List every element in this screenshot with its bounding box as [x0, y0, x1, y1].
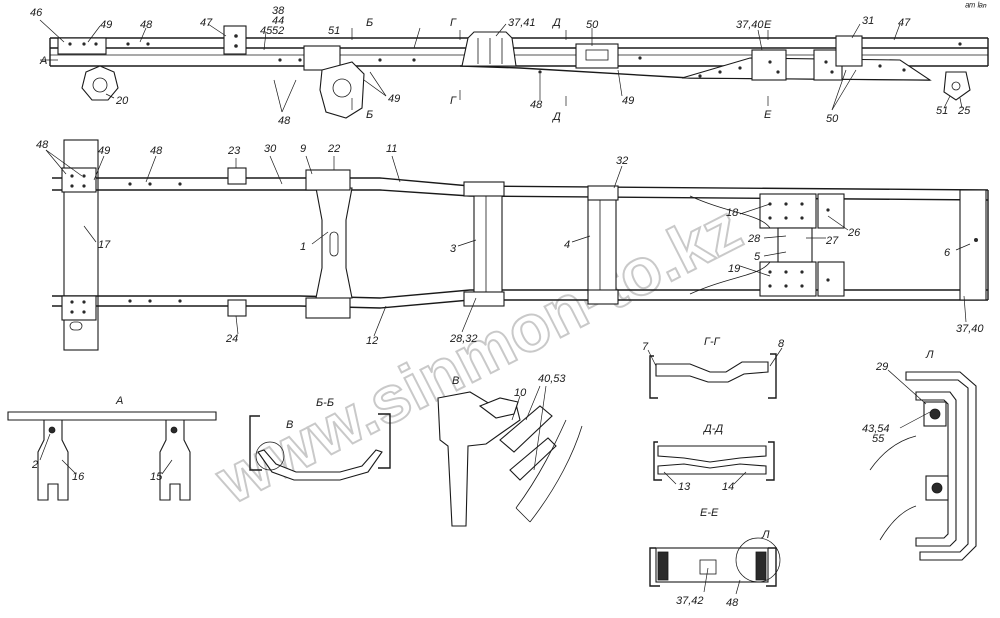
- label-9: 9: [300, 143, 306, 155]
- detail-e-e: Е-Е Л 37,42 48: [649, 507, 781, 609]
- label-37-40-top: 37,40: [956, 323, 984, 335]
- section-mark-d-bottom: Д: [551, 111, 561, 123]
- detail-l-title: Л: [925, 349, 934, 361]
- detail-a-title: А: [115, 395, 123, 407]
- label-49-mid: 49: [622, 95, 634, 107]
- label-10: 10: [514, 387, 527, 399]
- label-51-rear: 51: [936, 105, 948, 117]
- label-55: 55: [872, 433, 885, 445]
- label-48-top-2: 48: [150, 145, 163, 157]
- label-49: 49: [100, 19, 112, 31]
- detail-v: В 40,53 10: [437, 373, 583, 527]
- label-29: 29: [875, 361, 888, 373]
- corner-mark: ᵃᵐ ˡᵃⁿ: [965, 1, 986, 13]
- label-48-top: 48: [36, 139, 49, 151]
- label-27: 27: [825, 235, 839, 247]
- label-16: 16: [72, 471, 85, 483]
- detail-b-b-callout: В: [286, 419, 293, 431]
- detail-e-e-title: Е-Е: [700, 507, 719, 519]
- detail-v-title: В: [452, 375, 459, 387]
- label-30: 30: [264, 143, 277, 155]
- label-25: 25: [957, 105, 971, 117]
- label-52: 52: [272, 25, 284, 37]
- label-45: 45: [260, 25, 273, 37]
- label-37-41: 37,41: [508, 17, 536, 29]
- section-mark-a: А: [39, 55, 47, 67]
- label-38: 38: [272, 5, 285, 17]
- label-28: 28: [747, 233, 761, 245]
- label-24: 24: [225, 333, 238, 345]
- label-17: 17: [98, 239, 111, 251]
- top-view: 48 49 48 23 30 9 22 11 32 18 26 28 27 5 …: [36, 139, 989, 351]
- label-4: 4: [564, 239, 570, 251]
- label-7: 7: [642, 341, 649, 353]
- label-50: 50: [586, 19, 599, 31]
- label-12: 12: [366, 335, 378, 347]
- label-11: 11: [386, 143, 397, 155]
- label-23: 23: [227, 145, 241, 157]
- label-19: 19: [728, 263, 740, 275]
- section-mark-b-top: Б: [366, 17, 373, 29]
- label-49-lower: 49: [388, 93, 400, 105]
- detail-b-b: Б-Б В: [249, 397, 391, 481]
- detail-g-g: Г-Г 7 8: [642, 336, 785, 399]
- label-15: 15: [150, 471, 163, 483]
- label-26: 26: [847, 227, 861, 239]
- section-mark-g-bottom: Г: [450, 95, 457, 107]
- label-32: 32: [616, 155, 628, 167]
- label-49-top: 49: [98, 145, 110, 157]
- label-37-40: 37,40: [736, 19, 764, 31]
- detail-a: А 2 16 15: [7, 395, 217, 501]
- detail-l: Л 29 43,54 55: [862, 349, 977, 561]
- label-48: 48: [140, 19, 153, 31]
- section-mark-e-bottom: Е: [764, 109, 772, 121]
- label-18: 18: [726, 207, 739, 219]
- label-20: 20: [115, 95, 129, 107]
- label-2: 2: [31, 459, 38, 471]
- label-13: 13: [678, 481, 691, 493]
- label-47-rear: 47: [898, 17, 911, 29]
- label-44: 44: [272, 15, 284, 27]
- label-5: 5: [754, 251, 761, 263]
- label-6: 6: [944, 247, 951, 259]
- label-47: 47: [200, 17, 213, 29]
- detail-d-d: Д-Д 13 14: [653, 423, 775, 493]
- section-mark-d-top: Д: [551, 17, 561, 29]
- label-22: 22: [327, 143, 340, 155]
- detail-g-g-title: Г-Г: [704, 336, 721, 348]
- label-48-ee: 48: [726, 597, 739, 609]
- label-48-lower: 48: [278, 115, 291, 127]
- section-mark-e-top: Е: [764, 19, 772, 31]
- section-mark-b-bottom: Б: [366, 109, 373, 121]
- label-46: 46: [30, 7, 43, 19]
- detail-e-e-callout: Л: [761, 529, 770, 541]
- label-1: 1: [300, 241, 306, 253]
- label-8: 8: [778, 338, 785, 350]
- label-51: 51: [328, 25, 340, 37]
- detail-d-d-title: Д-Д: [702, 423, 723, 435]
- label-28-32: 28,32: [449, 333, 478, 345]
- label-40-53: 40,53: [538, 373, 566, 385]
- label-48-mid: 48: [530, 99, 543, 111]
- label-3: 3: [450, 243, 457, 255]
- label-31: 31: [862, 15, 874, 27]
- section-mark-g-top: Г: [450, 17, 457, 29]
- label-50-lower: 50: [826, 113, 839, 125]
- label-14: 14: [722, 481, 734, 493]
- label-37-42: 37,42: [676, 595, 704, 607]
- side-view: 46 49 48 47 38 44 52 45 51 Б Г 37,41 Д 5…: [30, 5, 989, 127]
- detail-b-b-title: Б-Б: [316, 397, 334, 409]
- label-43-54: 43,54: [862, 423, 890, 435]
